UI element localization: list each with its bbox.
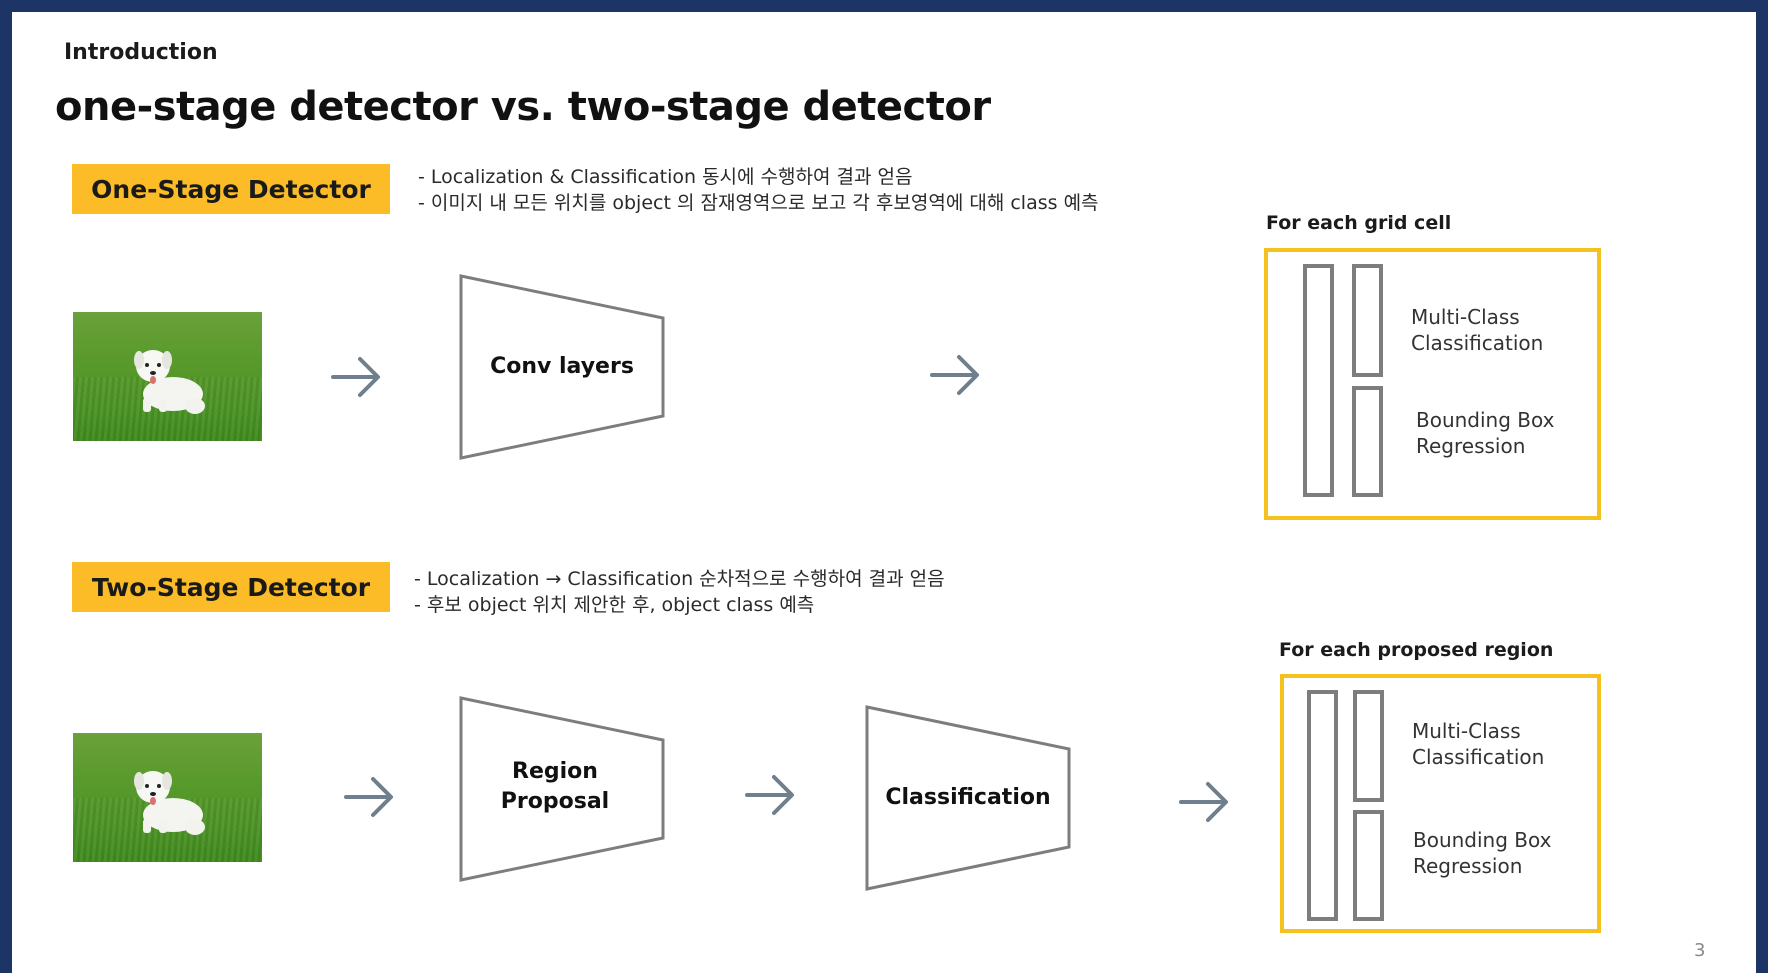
arrow-right-icon [331, 357, 380, 397]
region-proposal-label: Region Proposal [500, 759, 610, 814]
classification-bar [1353, 690, 1384, 802]
output-vector-bar [1303, 264, 1334, 497]
puppy-icon [134, 771, 205, 835]
classification-module [865, 705, 1071, 891]
two-stage-description: - Localization → Classification 순차적으로 수행… [414, 566, 945, 618]
classification-label: Multi-Class Classification [1411, 304, 1543, 356]
one-stage-desc-line: - 이미지 내 모든 위치를 object 의 잠재영역으로 보고 각 후보영역… [418, 192, 1099, 214]
classification-label: Multi-Class Classification [1412, 718, 1544, 770]
bbox-regression-bar [1352, 386, 1383, 497]
page-number: 3 [1694, 940, 1706, 961]
bbox-regression-label: Bounding Box Regression [1413, 827, 1551, 879]
one-stage-description: - Localization & Classification 동시에 수행하여… [418, 164, 1099, 216]
arrow-right-icon [930, 355, 979, 395]
bbox-regression-label: Bounding Box Regression [1416, 407, 1554, 459]
page-title: one-stage detector vs. two-stage detecto… [55, 84, 991, 130]
two-stage-desc-line: - 후보 object 위치 제안한 후, object class 예측 [414, 594, 815, 616]
classification-label-text: Multi-Class Classification [1411, 305, 1544, 355]
proposed-region-caption: For each proposed region [1279, 639, 1554, 661]
one-stage-desc-line: - Localization & Classification 동시에 수행하여… [418, 166, 913, 188]
section-label: Introduction [64, 40, 218, 65]
slide: Introduction one-stage detector vs. two-… [12, 12, 1756, 973]
one-stage-tag: One-Stage Detector [72, 164, 390, 214]
one-stage-output-box: Multi-Class Classification Bounding Box … [1264, 248, 1601, 520]
arrow-right-icon [745, 775, 794, 815]
puppy-icon [134, 350, 205, 414]
region-proposal-module [459, 696, 665, 882]
bbox-regression-label-text: Bounding Box Regression [1413, 828, 1552, 878]
arrow-right-icon [1179, 782, 1228, 822]
conv-layers-label: Conv layers [490, 354, 634, 379]
classification-bar [1352, 264, 1383, 377]
conv-layers-module [459, 274, 665, 460]
two-stage-tag: Two-Stage Detector [72, 562, 390, 612]
classification-module-label: Classification [885, 785, 1051, 810]
arrow-right-icon [344, 777, 393, 817]
bbox-regression-label-text: Bounding Box Regression [1416, 408, 1555, 458]
classification-label-text: Multi-Class Classification [1412, 719, 1545, 769]
output-vector-bar [1307, 690, 1338, 921]
puppy-photo [73, 733, 262, 862]
two-stage-output-box: Multi-Class Classification Bounding Box … [1280, 674, 1601, 933]
puppy-photo [73, 312, 262, 441]
grid-cell-caption: For each grid cell [1266, 212, 1452, 234]
bbox-regression-bar [1353, 810, 1384, 921]
two-stage-desc-line: - Localization → Classification 순차적으로 수행… [414, 568, 945, 590]
